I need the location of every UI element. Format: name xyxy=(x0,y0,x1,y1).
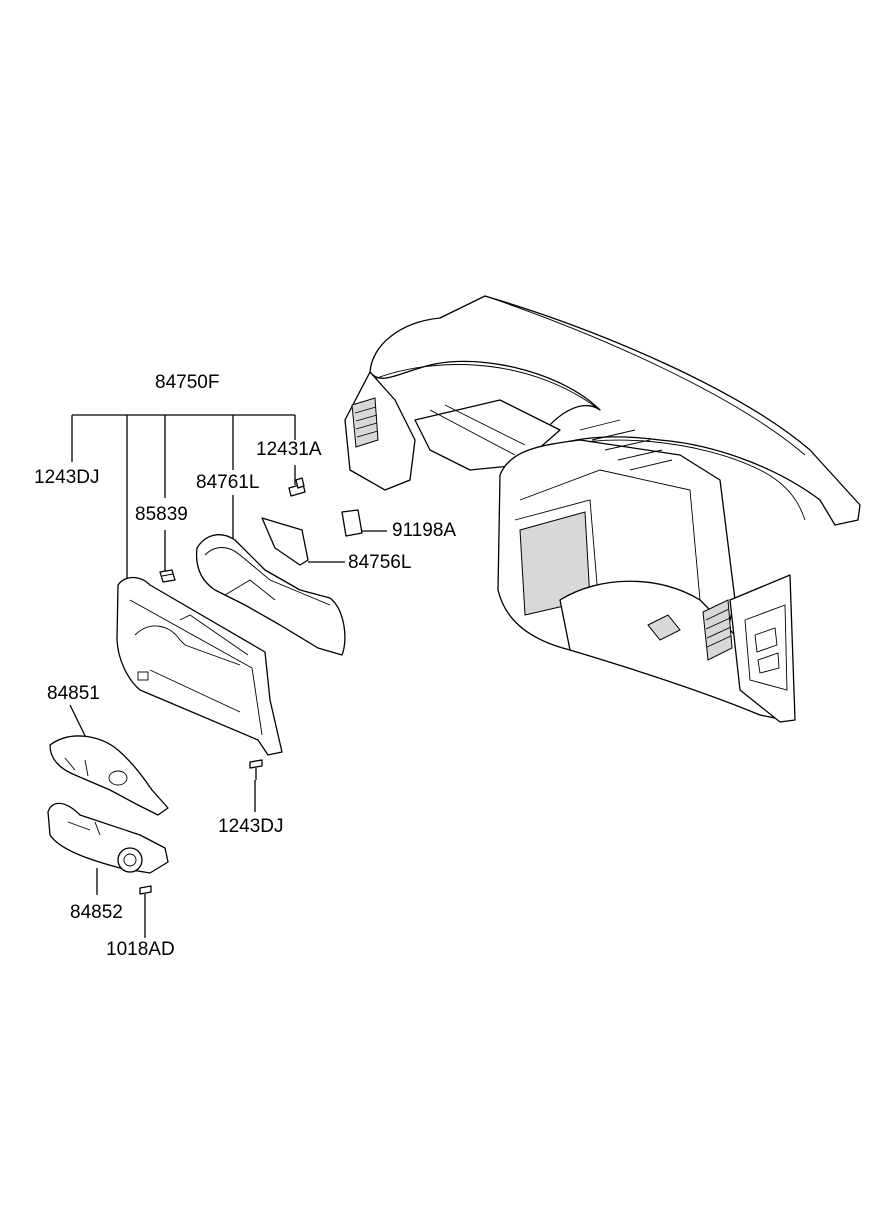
bolt-1243dj-lower xyxy=(249,759,263,780)
label-1243dj-lower: 1243DJ xyxy=(218,816,284,837)
label-84761l: 84761L xyxy=(196,472,260,493)
cover-plate-91198a xyxy=(341,509,363,537)
upper-shroud-84851 xyxy=(49,735,169,816)
bracket-84756l xyxy=(261,517,309,566)
clip-85839 xyxy=(159,569,176,583)
screw-12431a xyxy=(288,477,306,497)
label-91198a: 91198A xyxy=(392,520,457,541)
label-85839: 85839 xyxy=(135,504,188,525)
screw-1018ad xyxy=(139,885,152,905)
center-slats xyxy=(579,419,673,471)
dashboard-crash-pad xyxy=(344,295,861,723)
label-1243dj-upper: 1243DJ xyxy=(34,467,100,488)
label-84852: 84852 xyxy=(70,902,123,923)
label-84851: 84851 xyxy=(47,683,100,704)
panel-84761l xyxy=(195,534,346,656)
label-12431a: 12431A xyxy=(256,439,322,460)
right-air-vent xyxy=(702,599,733,661)
lower-panel-84750f xyxy=(116,576,283,756)
label-84750f: 84750F xyxy=(155,372,220,393)
lower-shroud-84852 xyxy=(47,802,169,874)
label-84756l: 84756L xyxy=(348,552,412,573)
left-air-vent xyxy=(351,397,379,448)
label-1018ad: 1018AD xyxy=(106,939,175,960)
